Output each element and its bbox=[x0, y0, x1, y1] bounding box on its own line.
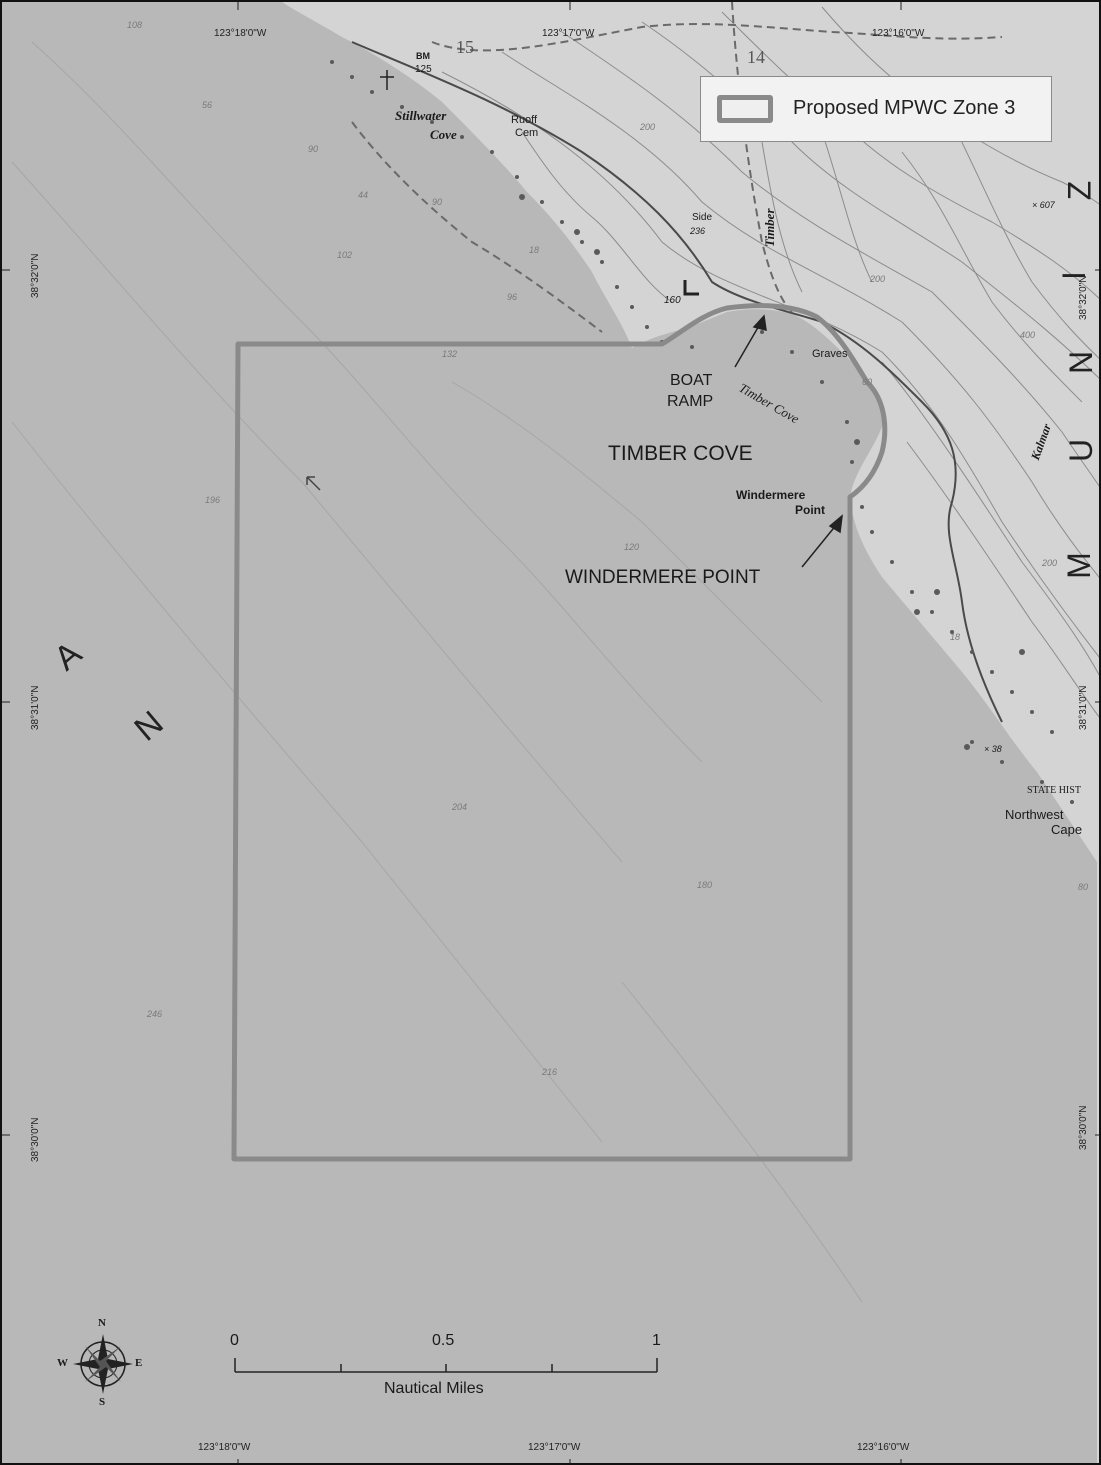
label-northwest-2: Cape bbox=[1051, 822, 1083, 837]
coord-left-1: 38°32'0"N bbox=[30, 253, 41, 299]
depth-sounding: 200 bbox=[640, 122, 656, 132]
coord-bottom-2: 123°17'0"W bbox=[528, 1442, 581, 1453]
legend-zone-swatch bbox=[717, 95, 773, 123]
coord-left-2: 38°31'0"N bbox=[30, 685, 41, 731]
label-windermere-small-2: Point bbox=[795, 503, 825, 517]
coord-top-3: 123°16'0"W bbox=[872, 28, 925, 39]
land-letter-3: N bbox=[1063, 350, 1100, 375]
depth-sounding: 108 bbox=[127, 20, 143, 30]
coord-right-3: 38°30'0"N bbox=[1078, 1105, 1089, 1151]
depth-sounding: 80 bbox=[1078, 882, 1089, 892]
coord-top-2: 123°17'0"W bbox=[542, 28, 595, 39]
label-section-14: 14 bbox=[747, 47, 765, 67]
land-area bbox=[282, 2, 1099, 1463]
depth-sounding: 96 bbox=[507, 292, 518, 302]
label-state-hist: STATE HIST bbox=[1027, 785, 1081, 796]
land-letter-1: Z bbox=[1061, 180, 1098, 201]
compass-s: S bbox=[99, 1396, 106, 1408]
compass-w: W bbox=[57, 1357, 68, 1369]
legend-zone-label: Proposed MPWC Zone 3 bbox=[793, 97, 1016, 119]
scale-tick-1: 1 bbox=[652, 1332, 661, 1349]
label-boat-ramp-2: RAMP bbox=[667, 393, 714, 410]
land-letter-5: M bbox=[1060, 552, 1097, 579]
map-legend: Proposed MPWC Zone 3 bbox=[700, 76, 1052, 142]
label-ruoff-1: Ruoff bbox=[511, 114, 538, 126]
depth-sounding: 56 bbox=[202, 100, 213, 110]
scale-bar-graphic bbox=[234, 1358, 658, 1373]
coord-right-1: 38°32'0"N bbox=[1078, 275, 1089, 321]
label-northwest-1: Northwest bbox=[1005, 807, 1064, 822]
depth-sounding: 18 bbox=[950, 632, 961, 642]
scale-unit-label: Nautical Miles bbox=[384, 1380, 484, 1397]
label-stillwater-1: Stillwater bbox=[395, 108, 447, 123]
label-bm: BM bbox=[416, 51, 430, 61]
depth-sounding: 400 bbox=[1020, 330, 1036, 340]
label-boat-ramp-1: BOAT bbox=[670, 372, 713, 389]
depth-sounding: 200 bbox=[1042, 558, 1058, 568]
depth-sounding: 120 bbox=[624, 542, 640, 552]
label-stillwater-2: Cove bbox=[430, 127, 457, 142]
label-section-15: 15 bbox=[456, 37, 474, 57]
label-ruoff-2: Cem bbox=[515, 127, 539, 139]
coord-bottom-1: 123°18'0"W bbox=[198, 1442, 251, 1453]
label-graves: Graves bbox=[812, 348, 848, 360]
label-timber-creek: Timber bbox=[762, 208, 777, 247]
label-windermere-small-1: Windermere bbox=[736, 488, 806, 502]
land-letter-4: U bbox=[1063, 438, 1100, 463]
compass-e: E bbox=[135, 1357, 143, 1369]
depth-sounding: 90 bbox=[308, 144, 319, 154]
scale-tick-0: 0 bbox=[230, 1332, 239, 1349]
depth-sounding: 180 bbox=[697, 880, 713, 890]
depth-sounding: 44 bbox=[358, 190, 369, 200]
depth-sounding: 18 bbox=[529, 245, 540, 255]
depth-sounding: 90 bbox=[432, 197, 443, 207]
depth-sounding: 102 bbox=[337, 250, 353, 260]
label-spot-38: × 38 bbox=[984, 744, 1002, 754]
zone-3-boundary bbox=[231, 303, 888, 1162]
coord-left-3: 38°30'0"N bbox=[30, 1117, 41, 1163]
depth-sounding: 132 bbox=[442, 349, 458, 359]
label-spot-607: × 607 bbox=[1032, 200, 1055, 210]
coord-right-2: 38°31'0"N bbox=[1078, 685, 1089, 731]
depth-sounding: 200 bbox=[870, 274, 886, 284]
coord-bottom-3: 123°16'0"W bbox=[857, 1442, 910, 1453]
compass-rose-icon bbox=[73, 1334, 133, 1394]
label-bm-elev: 125 bbox=[415, 64, 432, 75]
depth-sounding: 196 bbox=[205, 495, 221, 505]
coord-top-1: 123°18'0"W bbox=[214, 28, 267, 39]
compass-n: N bbox=[98, 1317, 106, 1329]
scale-tick-05: 0.5 bbox=[432, 1332, 455, 1349]
depth-sounding: 246 bbox=[147, 1009, 163, 1019]
depth-sounding: 60 bbox=[862, 377, 873, 387]
depth-sounding: 204 bbox=[452, 802, 468, 812]
label-timber-cove: TIMBER COVE bbox=[608, 442, 753, 465]
label-side: Side bbox=[692, 212, 713, 223]
label-windermere-point: WINDERMERE POINT bbox=[565, 567, 761, 588]
depth-sounding: 216 bbox=[542, 1067, 558, 1077]
label-elev-160: 160 bbox=[664, 295, 681, 306]
label-side-elev: 236 bbox=[690, 226, 706, 236]
